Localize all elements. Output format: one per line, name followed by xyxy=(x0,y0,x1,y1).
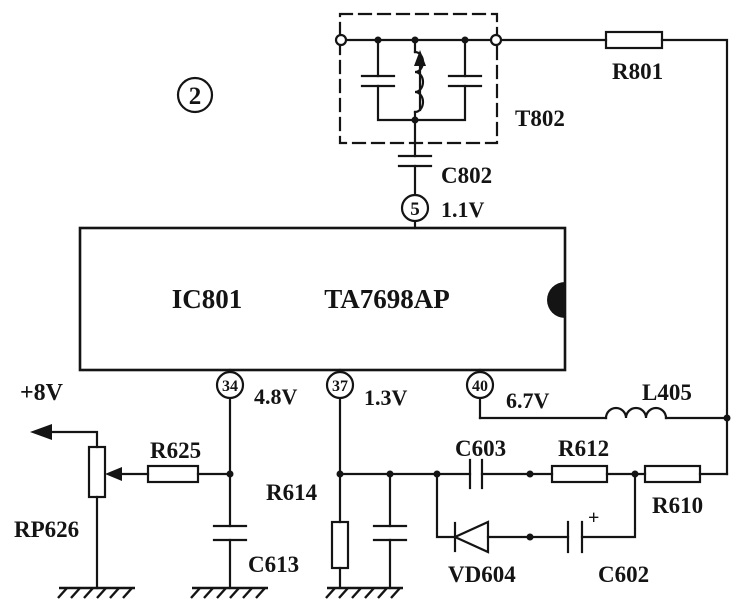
pin-5: 5 1.1V xyxy=(400,193,485,230)
junction-dot xyxy=(374,36,382,44)
power-rail-arrow-icon xyxy=(30,424,52,440)
ground-icon xyxy=(324,586,405,600)
r625-wiper-arrow-icon xyxy=(105,467,122,481)
transformer-t802: T802 xyxy=(334,12,565,145)
t802-label: T802 xyxy=(515,106,565,131)
c802-plates xyxy=(397,154,433,168)
pin40-number: 40 xyxy=(472,378,488,395)
ic-ref-label: IC801 xyxy=(172,284,243,314)
c602-wires xyxy=(528,472,637,539)
t802-capacitor-plates xyxy=(360,74,483,88)
ic-outline xyxy=(78,226,567,372)
c802-label: C802 xyxy=(441,163,492,188)
c602-label: C602 xyxy=(598,562,649,587)
junction-dot xyxy=(411,116,419,124)
junction-dot xyxy=(433,470,441,478)
resistor-r612: R612 xyxy=(550,436,609,484)
junction-dot xyxy=(526,470,534,478)
pin37-circle xyxy=(325,370,355,400)
l405-coil xyxy=(604,406,668,420)
junction-dot xyxy=(411,36,419,44)
diode-vd604: VD604 xyxy=(435,472,532,587)
c603-plates xyxy=(468,458,484,490)
r801-label: R801 xyxy=(612,59,663,84)
pin34-circle xyxy=(215,370,245,400)
capacitor-c602: + C602 xyxy=(528,472,649,587)
ic-notch xyxy=(547,282,565,318)
r625-body xyxy=(146,464,200,484)
pin-34: 34 4.8V xyxy=(215,368,298,528)
pin-40: 40 6.7V xyxy=(465,368,550,420)
c603-label: C603 xyxy=(455,436,506,461)
capacitor-c802: C802 xyxy=(397,118,492,197)
power-rail-label: +8V xyxy=(20,380,64,406)
pin37-voltage: 1.3V xyxy=(364,385,408,410)
r612-body xyxy=(550,464,609,484)
r610-body xyxy=(643,464,702,484)
c613-label: C613 xyxy=(248,552,299,577)
r801-body xyxy=(604,30,664,50)
r625-label: R625 xyxy=(150,438,201,463)
junction-dot xyxy=(723,414,731,422)
pin5-circle xyxy=(400,193,430,223)
vd604-label: VD604 xyxy=(448,562,516,587)
resistor-r614: R614 xyxy=(266,480,350,590)
pin5-voltage: 1.1V xyxy=(441,197,485,222)
pin40-circle xyxy=(465,370,495,400)
vd604-wires xyxy=(435,472,532,539)
junction-dot xyxy=(386,470,394,478)
resistor-r801: R801 xyxy=(499,30,729,476)
junction-dot xyxy=(631,470,639,478)
ground-icon xyxy=(189,586,270,600)
figure-badge: 2 xyxy=(176,76,214,114)
rp626-body xyxy=(87,445,107,499)
ic-body: IC801 TA7698AP xyxy=(78,226,567,372)
r801-wires xyxy=(499,38,729,476)
t802-terminal-right xyxy=(489,33,503,47)
junction-dot xyxy=(461,36,469,44)
pin-37: 37 1.3V xyxy=(325,368,408,524)
resistor-r610: R610 xyxy=(643,464,703,518)
r612-label: R612 xyxy=(558,436,609,461)
potentiometer-rp626: RP626 xyxy=(14,445,107,590)
ground-icon xyxy=(56,586,137,600)
pin34-number: 34 xyxy=(222,378,238,395)
rp626-label: RP626 xyxy=(14,517,79,542)
t802-core-arrow-head xyxy=(414,50,426,66)
power-rail-8v: +8V xyxy=(20,380,99,449)
power-rail-wire xyxy=(48,430,99,449)
pin5-number: 5 xyxy=(410,199,420,220)
ic-part-label: TA7698AP xyxy=(324,284,450,314)
c613-plates xyxy=(212,524,248,542)
vd604-triangle xyxy=(452,520,490,554)
bypass-capacitor xyxy=(372,472,408,590)
c602-plates xyxy=(566,520,584,554)
figure-badge-circle xyxy=(176,76,214,114)
junction-dot xyxy=(336,470,344,478)
r610-label: R610 xyxy=(652,493,703,518)
pin34-voltage: 4.8V xyxy=(254,384,298,409)
junction-dots xyxy=(226,36,731,541)
junction-dot xyxy=(226,470,234,478)
ground-symbols xyxy=(56,586,405,600)
resistor-r625: R625 xyxy=(105,438,232,484)
c602-polarity-mark: + xyxy=(588,507,599,529)
capacitor-c613: C613 xyxy=(212,524,299,590)
junction-dot xyxy=(526,533,534,541)
l405-label: L405 xyxy=(642,380,692,405)
capacitor-c603: C603 xyxy=(455,436,506,490)
r614-body xyxy=(330,520,350,570)
pin37-number: 37 xyxy=(332,378,348,395)
t802-terminal-left xyxy=(334,33,348,47)
bypass-capacitor-plates xyxy=(372,524,408,542)
t802-boundary xyxy=(338,12,499,145)
figure-badge-number: 2 xyxy=(189,83,202,110)
inductor-l405: L405 xyxy=(478,380,729,420)
pin40-voltage: 6.7V xyxy=(506,388,550,413)
r614-label: R614 xyxy=(266,480,318,505)
